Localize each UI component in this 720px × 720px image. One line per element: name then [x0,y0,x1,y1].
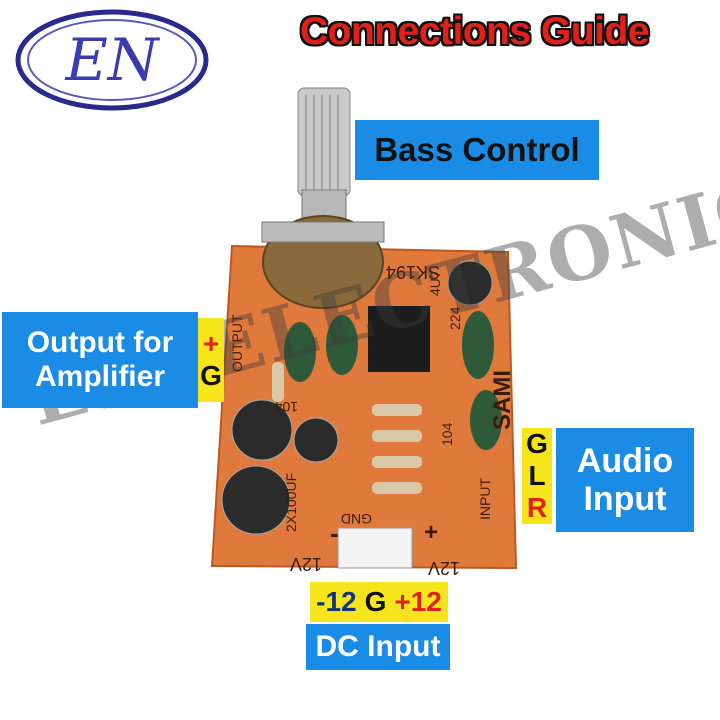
green-capacitor [470,390,502,450]
en-logo: EN [14,8,210,112]
dc-terminal-block [337,527,413,569]
green-capacitor [462,311,494,379]
audio-input-label: Audio Input [556,428,694,532]
green-capacitor [326,315,358,375]
electrolytic-capacitor [293,417,339,463]
dc-pin-pos: +12 [394,586,442,617]
output-pin-plus: + [202,328,220,359]
silk-12v-left: 12V [290,554,322,574]
bass-control-text: Bass Control [374,130,580,168]
logo-text: EN [64,26,160,94]
silk-104b: 104 [439,422,455,446]
audio-label-line2: Input [583,480,667,518]
page-title: Connections Guide [300,10,650,53]
silk-104a: 104 [274,399,298,415]
electrolytic-capacitor [447,260,493,306]
output-label: Output for Amplifier [2,312,198,408]
output-label-line2: Amplifier [34,360,166,393]
output-label-line1: Output for [26,326,174,360]
audio-pin-g: G [526,428,548,459]
silk-gnd: GND [341,511,372,527]
green-capacitor [284,322,316,382]
silk-12v-right: 12V [428,558,460,578]
silk-model: SK194 [386,262,440,282]
silk-cap: 2X100UF [283,473,299,532]
silk-plus: + [424,519,438,546]
silk-output: OUTPUT [229,314,245,372]
audio-pin-l: L [528,460,546,491]
dc-input-pins: -12 G +12 [310,582,448,622]
dc-pin-neg: -12 [316,586,357,617]
silk-input: INPUT [477,478,493,520]
electrolytic-capacitor [221,465,291,535]
silk-minus: - [330,518,339,548]
electrolytic-capacitor [231,399,293,461]
audio-label-line1: Audio [576,441,674,480]
bass-control-label: Bass Control [355,120,599,180]
dc-input-label: DC Input [306,624,450,670]
silk-224: 224 [447,306,463,330]
output-pin-g: G [200,360,222,391]
ic-chip [368,306,430,372]
output-pins: + G [198,318,224,402]
silk-4u7: 4U7 [427,270,443,296]
dc-pin-g: G [364,586,387,617]
audio-input-pins: G L R [522,428,552,524]
silk-brand: SAMI [489,370,516,430]
resistors [272,362,422,494]
audio-pin-r: R [526,492,548,523]
